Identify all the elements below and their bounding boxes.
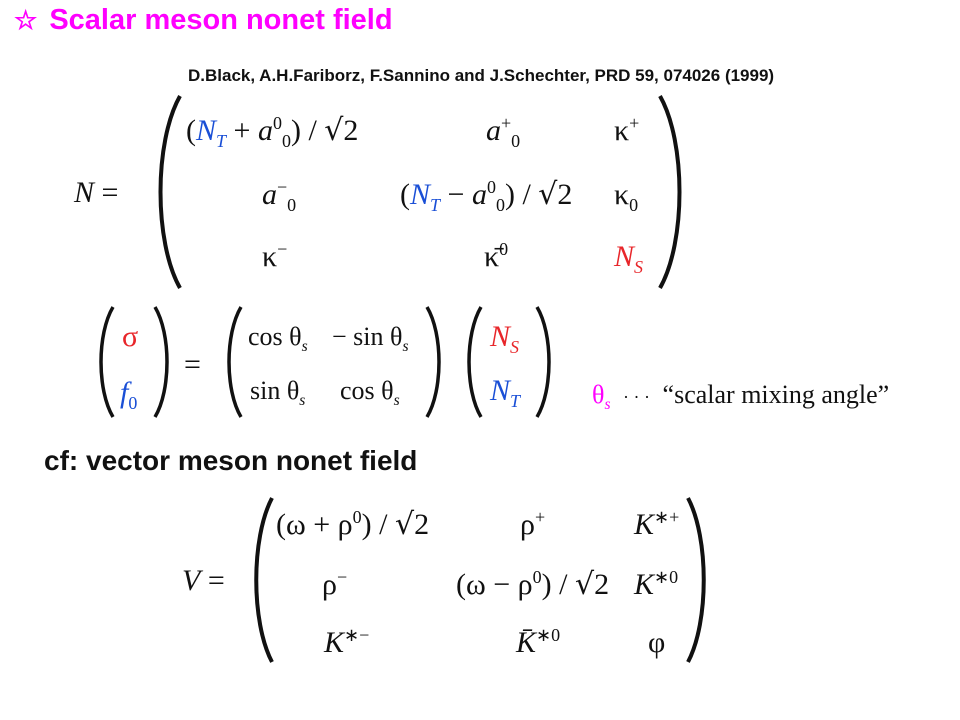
left-paren-icon [462, 304, 484, 420]
left-paren-icon [94, 304, 116, 420]
slide-title-text: Scalar meson nonet field [49, 4, 393, 36]
rotation-cell: cos θs [340, 376, 400, 410]
matrix-cell: K∗− [324, 625, 370, 659]
matrix-cell: (NT + a00) / √2 [186, 113, 359, 151]
matrix-cell: K∗0 [634, 567, 679, 601]
left-paren-icon [246, 494, 276, 666]
rotation-cell: cos θs [248, 322, 308, 356]
matrix-cell: (NT − a00) / √2 [400, 177, 573, 215]
rotation-cell: − sin θs [332, 322, 409, 356]
left-paren-icon [148, 92, 184, 292]
matrix-cell: κ+ [614, 113, 640, 147]
matrix-cell: κ− [262, 239, 288, 273]
mixing-angle-label: θs · · · “scalar mixing angle” [592, 380, 890, 414]
matrix-cell: K∗+ [634, 507, 680, 541]
slide-title: ☆ Scalar meson nonet field [14, 4, 393, 37]
matrix-cell: a+0 [486, 113, 521, 151]
right-paren-icon [684, 494, 714, 666]
star-icon: ☆ [14, 5, 38, 35]
matrix-cell: NS [614, 240, 644, 277]
scalar-matrix-lhs: N = [74, 176, 119, 209]
reference-citation: D.Black, A.H.Fariborz, F.Sannino and J.S… [188, 66, 775, 85]
matrix-cell: a−0 [262, 177, 297, 215]
rotation-cell: sin θs [250, 376, 306, 410]
right-paren-icon [534, 304, 556, 420]
matrix-cell: (ω − ρ0) / √2 [456, 567, 610, 602]
right-paren-icon [424, 304, 446, 420]
sigma-field: σ [122, 320, 139, 353]
matrix-cell: φ [648, 626, 666, 659]
vector-matrix-lhs: V = [182, 564, 225, 597]
matrix-cell: (ω + ρ0) / √2 [276, 507, 430, 542]
f0-field: f0 [120, 376, 138, 413]
matrix-cell: κ0 [614, 178, 639, 215]
matrix-cell: κ̄0 [484, 239, 509, 273]
ns-field: NS [490, 320, 520, 357]
matrix-cell: ρ− [322, 567, 348, 601]
mixing-equals: = [184, 348, 201, 381]
vector-section-title: cf: vector meson nonet field [44, 445, 418, 476]
nt-field: NT [490, 374, 521, 411]
right-paren-icon [656, 92, 692, 292]
left-paren-icon [222, 304, 244, 420]
right-paren-icon [152, 304, 174, 420]
matrix-cell: ρ+ [520, 507, 546, 541]
matrix-cell: K̄∗0 [516, 625, 561, 659]
